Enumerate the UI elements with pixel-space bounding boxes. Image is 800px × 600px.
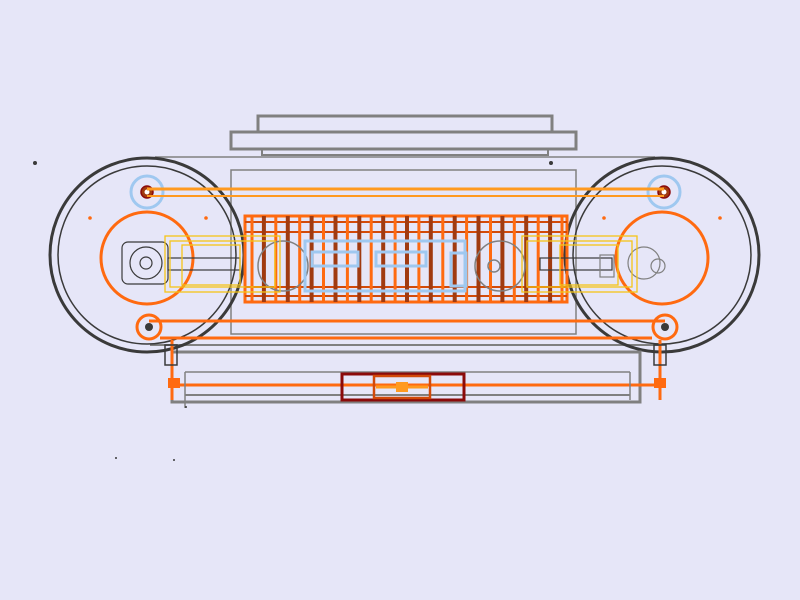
right-motor: [539, 246, 666, 280]
inner-frame-box: [230, 169, 577, 335]
right-bottom-pulley-hub: [661, 323, 669, 331]
inner-left-pulley: [257, 240, 309, 292]
top-cover-lower-plate: [229, 130, 578, 151]
stray-marks: [115, 406, 187, 461]
right-wheel-orange-ring: [614, 210, 710, 306]
inner-right-pulley-hub: [487, 259, 501, 273]
right-leg-bracket: [653, 344, 667, 366]
left-wheel-marker-1: [88, 216, 92, 220]
yellow-guides: [164, 235, 638, 293]
coil-bars: [250, 216, 564, 302]
carriage-block: [396, 382, 408, 392]
right-motor-shaft: [650, 258, 666, 274]
left-bottom-pulley-ring: [135, 313, 163, 341]
left-top-pulley-pin: [144, 189, 150, 195]
right-top-pulley-ring: [646, 174, 682, 210]
right-motor-block: [599, 254, 615, 278]
right-yellow-guide-inner: [526, 240, 633, 288]
lower-tray: [164, 340, 667, 408]
left-corner-dot: [33, 161, 37, 165]
main-body-frame: [150, 156, 660, 346]
left-top-pulley-ring: [129, 174, 165, 210]
left-motor: [121, 241, 241, 285]
inner-pulleys: [257, 240, 526, 292]
left-yellow-guide-inner: [169, 240, 276, 288]
blue-channels: [303, 239, 468, 293]
right-yellow-guide-outer: [521, 235, 638, 293]
left-motor-shaft: [139, 256, 153, 270]
right-motor-rotor: [627, 246, 661, 280]
right-corner-dot: [549, 161, 553, 165]
right-wheel-marker-2: [718, 216, 722, 220]
right-bottom-pulley-ring: [651, 313, 679, 341]
right-wheel-inner-rim: [572, 165, 752, 345]
left-wheel-marker-2: [204, 216, 208, 220]
right-top-pulley-pin: [661, 189, 667, 195]
left-leg-bracket: [164, 344, 178, 366]
top-cover-assembly: [229, 114, 578, 156]
right-yellow-guide-core: [559, 244, 619, 286]
right-motor-body: [539, 257, 613, 271]
left-leg-foot: [168, 378, 180, 388]
top-cover-rail: [261, 148, 549, 156]
stray-dot-2: [173, 459, 175, 461]
left-bottom-pulley-hub: [145, 323, 153, 331]
carriage-outer: [340, 372, 466, 402]
left-yellow-guide-outer: [164, 235, 281, 293]
left-wheel-inner-rim: [57, 165, 237, 345]
top-cover-upper-plate: [256, 114, 554, 134]
left-motor-rotor: [129, 246, 163, 280]
blue-slot-3: [449, 251, 468, 288]
coil-assembly: [243, 214, 569, 304]
stray-dot-1: [115, 457, 117, 459]
left-motor-body: [167, 257, 241, 271]
right-wheel-outer-rim: [563, 156, 761, 354]
carriage-inner: [372, 374, 432, 400]
right-wheel-marker-1: [602, 216, 606, 220]
right-wheel-assembly: [549, 156, 761, 354]
left-motor-housing: [121, 241, 169, 285]
right-leg-foot: [654, 378, 666, 388]
blue-slot-1: [310, 250, 360, 268]
inner-right-pulley: [474, 240, 526, 292]
stray-dot-3: [185, 406, 187, 408]
blue-slot-2: [374, 250, 428, 268]
left-wheel-assembly: [33, 156, 246, 354]
left-yellow-guide-core: [181, 244, 241, 286]
belts: [147, 187, 665, 340]
slider-carriage: [340, 372, 466, 402]
